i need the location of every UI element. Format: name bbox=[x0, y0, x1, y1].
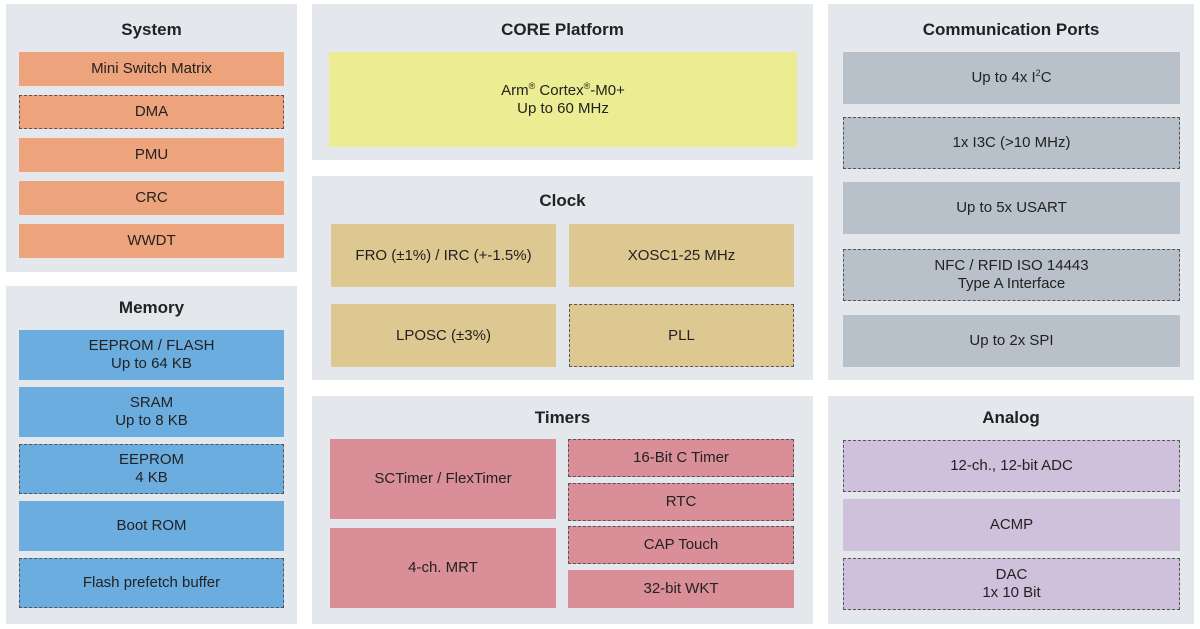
cap-touch-block: CAP Touch bbox=[568, 526, 794, 564]
dac-block: DAC 1x 10 Bit bbox=[843, 558, 1180, 610]
nfc-rfid-block: NFC / RFID ISO 14443 Type A Interface bbox=[843, 249, 1180, 301]
cortex-m0-block: Arm® Cortex®-M0+ Up to 60 MHz bbox=[329, 52, 797, 147]
system-title: System bbox=[121, 20, 182, 39]
wwdt-block: WWDT bbox=[19, 224, 284, 258]
core-platform-title: CORE Platform bbox=[501, 20, 624, 39]
analog-panel: Analog 12-ch., 12-bit ADC ACMP DAC 1x 10… bbox=[828, 396, 1194, 624]
mini-switch-matrix-block: Mini Switch Matrix bbox=[19, 52, 284, 86]
c-timer-block: 16-Bit C Timer bbox=[568, 439, 794, 477]
xosc-block: XOSC1-25 MHz bbox=[569, 224, 794, 287]
i2c-block: Up to 4x I2C bbox=[843, 52, 1180, 104]
boot-rom-block: Boot ROM bbox=[19, 501, 284, 551]
wkt-block: 32-bit WKT bbox=[568, 570, 794, 608]
clock-title: Clock bbox=[539, 191, 586, 210]
eeprom-block: EEPROM 4 KB bbox=[19, 444, 284, 494]
analog-title: Analog bbox=[982, 408, 1040, 427]
timers-title: Timers bbox=[534, 408, 591, 427]
memory-title: Memory bbox=[118, 298, 185, 317]
sram-block: SRAM Up to 8 KB bbox=[19, 387, 284, 437]
acmp-block: ACMP bbox=[843, 499, 1180, 551]
adc-block: 12-ch., 12-bit ADC bbox=[843, 440, 1180, 492]
sctimer-flextimer-block: SCTimer / FlexTimer bbox=[330, 439, 556, 519]
cpu-name: Arm® Cortex®-M0+ bbox=[501, 80, 625, 99]
communication-ports-panel: Communication Ports Up to 4x I2C 1x I3C … bbox=[828, 4, 1194, 380]
eeprom-flash-block: EEPROM / FLASH Up to 64 KB bbox=[19, 330, 284, 380]
pmu-block: PMU bbox=[19, 138, 284, 172]
memory-panel: Memory EEPROM / FLASH Up to 64 KB SRAM U… bbox=[6, 286, 297, 624]
communication-ports-title: Communication Ports bbox=[922, 20, 1100, 39]
spi-block: Up to 2x SPI bbox=[843, 315, 1180, 367]
flash-prefetch-buffer-block: Flash prefetch buffer bbox=[19, 558, 284, 608]
lposc-block: LPOSC (±3%) bbox=[331, 304, 556, 367]
dma-block: DMA bbox=[19, 95, 284, 129]
mrt-block: 4-ch. MRT bbox=[330, 528, 556, 608]
clock-panel: Clock FRO (±1%) / IRC (+-1.5%) XOSC1-25 … bbox=[312, 176, 813, 380]
fro-irc-block: FRO (±1%) / IRC (+-1.5%) bbox=[331, 224, 556, 287]
timers-panel: Timers SCTimer / FlexTimer 4-ch. MRT 16-… bbox=[312, 396, 813, 624]
core-platform-panel: CORE Platform Arm® Cortex®-M0+ Up to 60 … bbox=[312, 4, 813, 160]
pll-block: PLL bbox=[569, 304, 794, 367]
crc-block: CRC bbox=[19, 181, 284, 215]
i3c-block: 1x I3C (>10 MHz) bbox=[843, 117, 1180, 169]
cpu-frequency: Up to 60 MHz bbox=[517, 99, 609, 117]
rtc-block: RTC bbox=[568, 483, 794, 521]
usart-block: Up to 5x USART bbox=[843, 182, 1180, 234]
system-panel: System Mini Switch Matrix DMA PMU CRC WW… bbox=[6, 4, 297, 272]
